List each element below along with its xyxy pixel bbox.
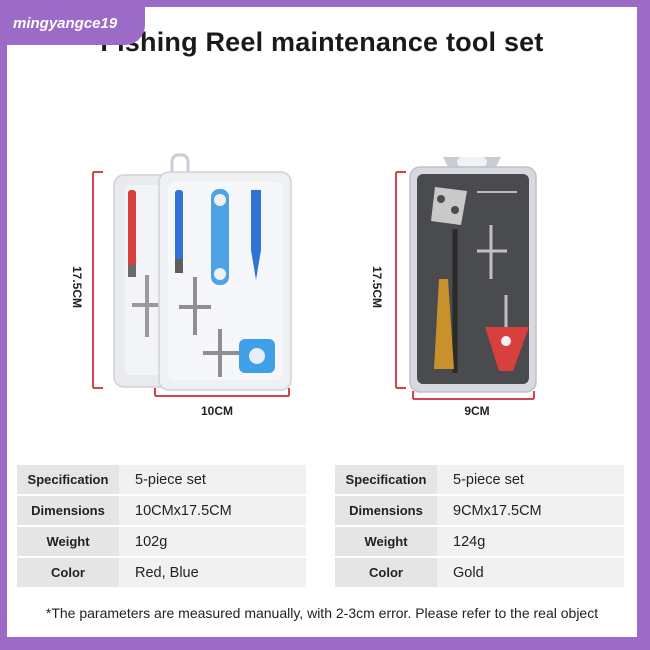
spec-key: Color — [17, 558, 119, 587]
spec-key: Dimensions — [335, 496, 437, 525]
right-width-dimension-line — [412, 391, 535, 400]
left-height-dimension-line — [92, 171, 103, 389]
left-width-dimension-line — [154, 388, 290, 397]
table-row: Color Gold — [335, 558, 624, 587]
product-image-frame: mingyangce19 Fishing Reel maintenance to… — [7, 7, 637, 637]
table-row: Specification 5-piece set — [335, 465, 624, 494]
spec-key: Color — [335, 558, 437, 587]
table-row: Specification 5-piece set — [17, 465, 306, 494]
table-row: Weight 124g — [335, 527, 624, 556]
product-illustration — [92, 153, 537, 400]
table-row: Weight 102g — [17, 527, 306, 556]
footnote: *The parameters are measured manually, w… — [45, 605, 599, 621]
spec-value: 5-piece set — [119, 465, 306, 494]
left-height-label: 17.5CM — [70, 265, 84, 309]
spec-value: Red, Blue — [119, 558, 306, 587]
left-spec-table: Specification 5-piece set Dimensions 10C… — [17, 463, 306, 589]
spec-key: Dimensions — [17, 496, 119, 525]
watermark: mingyangce19 — [7, 7, 145, 45]
spec-value: 102g — [119, 527, 306, 556]
left-width-label: 10CM — [200, 404, 233, 418]
spec-key: Weight — [17, 527, 119, 556]
spec-key: Weight — [335, 527, 437, 556]
table-row: Dimensions 9CMx17.5CM — [335, 496, 624, 525]
page-title: Fishing Reel maintenance tool set — [100, 27, 544, 57]
right-spec-table: Specification 5-piece set Dimensions 9CM… — [335, 463, 624, 589]
spec-value: 10CMx17.5CM — [119, 496, 306, 525]
table-row: Color Red, Blue — [17, 558, 306, 587]
right-case — [409, 157, 537, 393]
right-width-label: 9CM — [464, 404, 490, 418]
table-row: Dimensions 10CMx17.5CM — [17, 496, 306, 525]
spec-value: 9CMx17.5CM — [437, 496, 624, 525]
spec-key: Specification — [335, 465, 437, 494]
right-height-label: 17.5CM — [370, 265, 384, 309]
left-front-case — [158, 153, 292, 391]
spec-value: 124g — [437, 527, 624, 556]
spec-value: Gold — [437, 558, 624, 587]
spec-key: Specification — [17, 465, 119, 494]
right-height-dimension-line — [395, 171, 406, 389]
spec-value: 5-piece set — [437, 465, 624, 494]
